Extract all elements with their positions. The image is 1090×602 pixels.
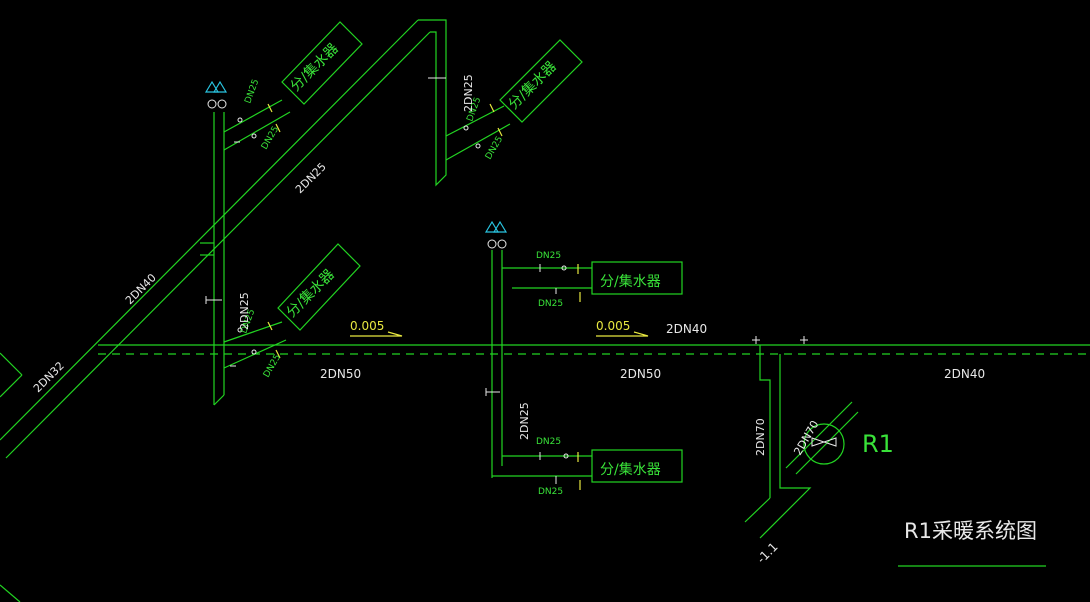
pipe-label-2dn32: 2DN32 <box>31 359 67 395</box>
pipe-label-2dn25: 2DN25 <box>518 402 531 440</box>
pipe-label-dn25: DN25 <box>484 135 505 162</box>
slope-label: 0.005 <box>350 319 384 333</box>
pipe-label-dn25: DN25 <box>538 487 563 497</box>
right-valves <box>752 336 808 344</box>
main-pipes <box>0 19 1090 602</box>
manifold-upper-left: 分/集水器 DN25 DN25 <box>223 21 363 152</box>
manifold-label: 分/集水器 <box>600 461 661 478</box>
left-air-vent <box>204 80 228 109</box>
pipe-label-2dn50: 2DN50 <box>620 367 661 381</box>
manifold-mid-lower: 分/集水器 DN25 DN25 <box>492 437 683 497</box>
riser-label: R1 <box>862 430 894 458</box>
pipe-label-2dn25: 2DN25 <box>293 160 329 196</box>
left-riser <box>200 80 228 406</box>
pipe-label-dn25: DN25 <box>260 125 281 152</box>
manifold-label: 分/集水器 <box>600 273 661 290</box>
pipe-label-2dn25: 2DN25 <box>238 292 251 330</box>
pipe-label-dn25: DN25 <box>538 299 563 309</box>
diagram-title: R1采暖系统图 <box>904 519 1037 543</box>
middle-riser <box>484 220 508 478</box>
pipe-label-2dn40: 2DN40 <box>944 367 985 381</box>
pipe-label-dn25: DN25 <box>536 251 561 261</box>
slope-label: 0.005 <box>596 319 630 333</box>
right-drop <box>744 336 859 539</box>
pipe-label-2dn40: 2DN40 <box>666 322 707 336</box>
pipe-label-2dn50: 2DN50 <box>320 367 361 381</box>
middle-air-vent <box>484 220 508 249</box>
pipe-label-dn25: DN25 <box>243 78 261 105</box>
slope-arrows <box>350 331 649 337</box>
manifold-mid-upper: 分/集水器 DN25 DN25 <box>502 251 683 309</box>
pipe-label-2dn70: 2DN70 <box>791 418 821 457</box>
left-riser-valve <box>205 296 222 304</box>
pipe-label-2dn25: 2DN25 <box>462 74 475 112</box>
manifold-label: 分/集水器 <box>505 58 560 113</box>
manifold-upper-middle: 分/集水器 DN25 DN25 <box>428 39 583 162</box>
pipe-label-2dn70: 2DN70 <box>754 418 767 456</box>
pipe-label-2dn40: 2DN40 <box>123 271 159 307</box>
elevation-label: -1.1 <box>754 540 780 566</box>
pipe-label-dn25: DN25 <box>536 437 561 447</box>
r1-pump <box>803 423 845 465</box>
pipe-label-dn25: DN25 <box>262 353 283 380</box>
